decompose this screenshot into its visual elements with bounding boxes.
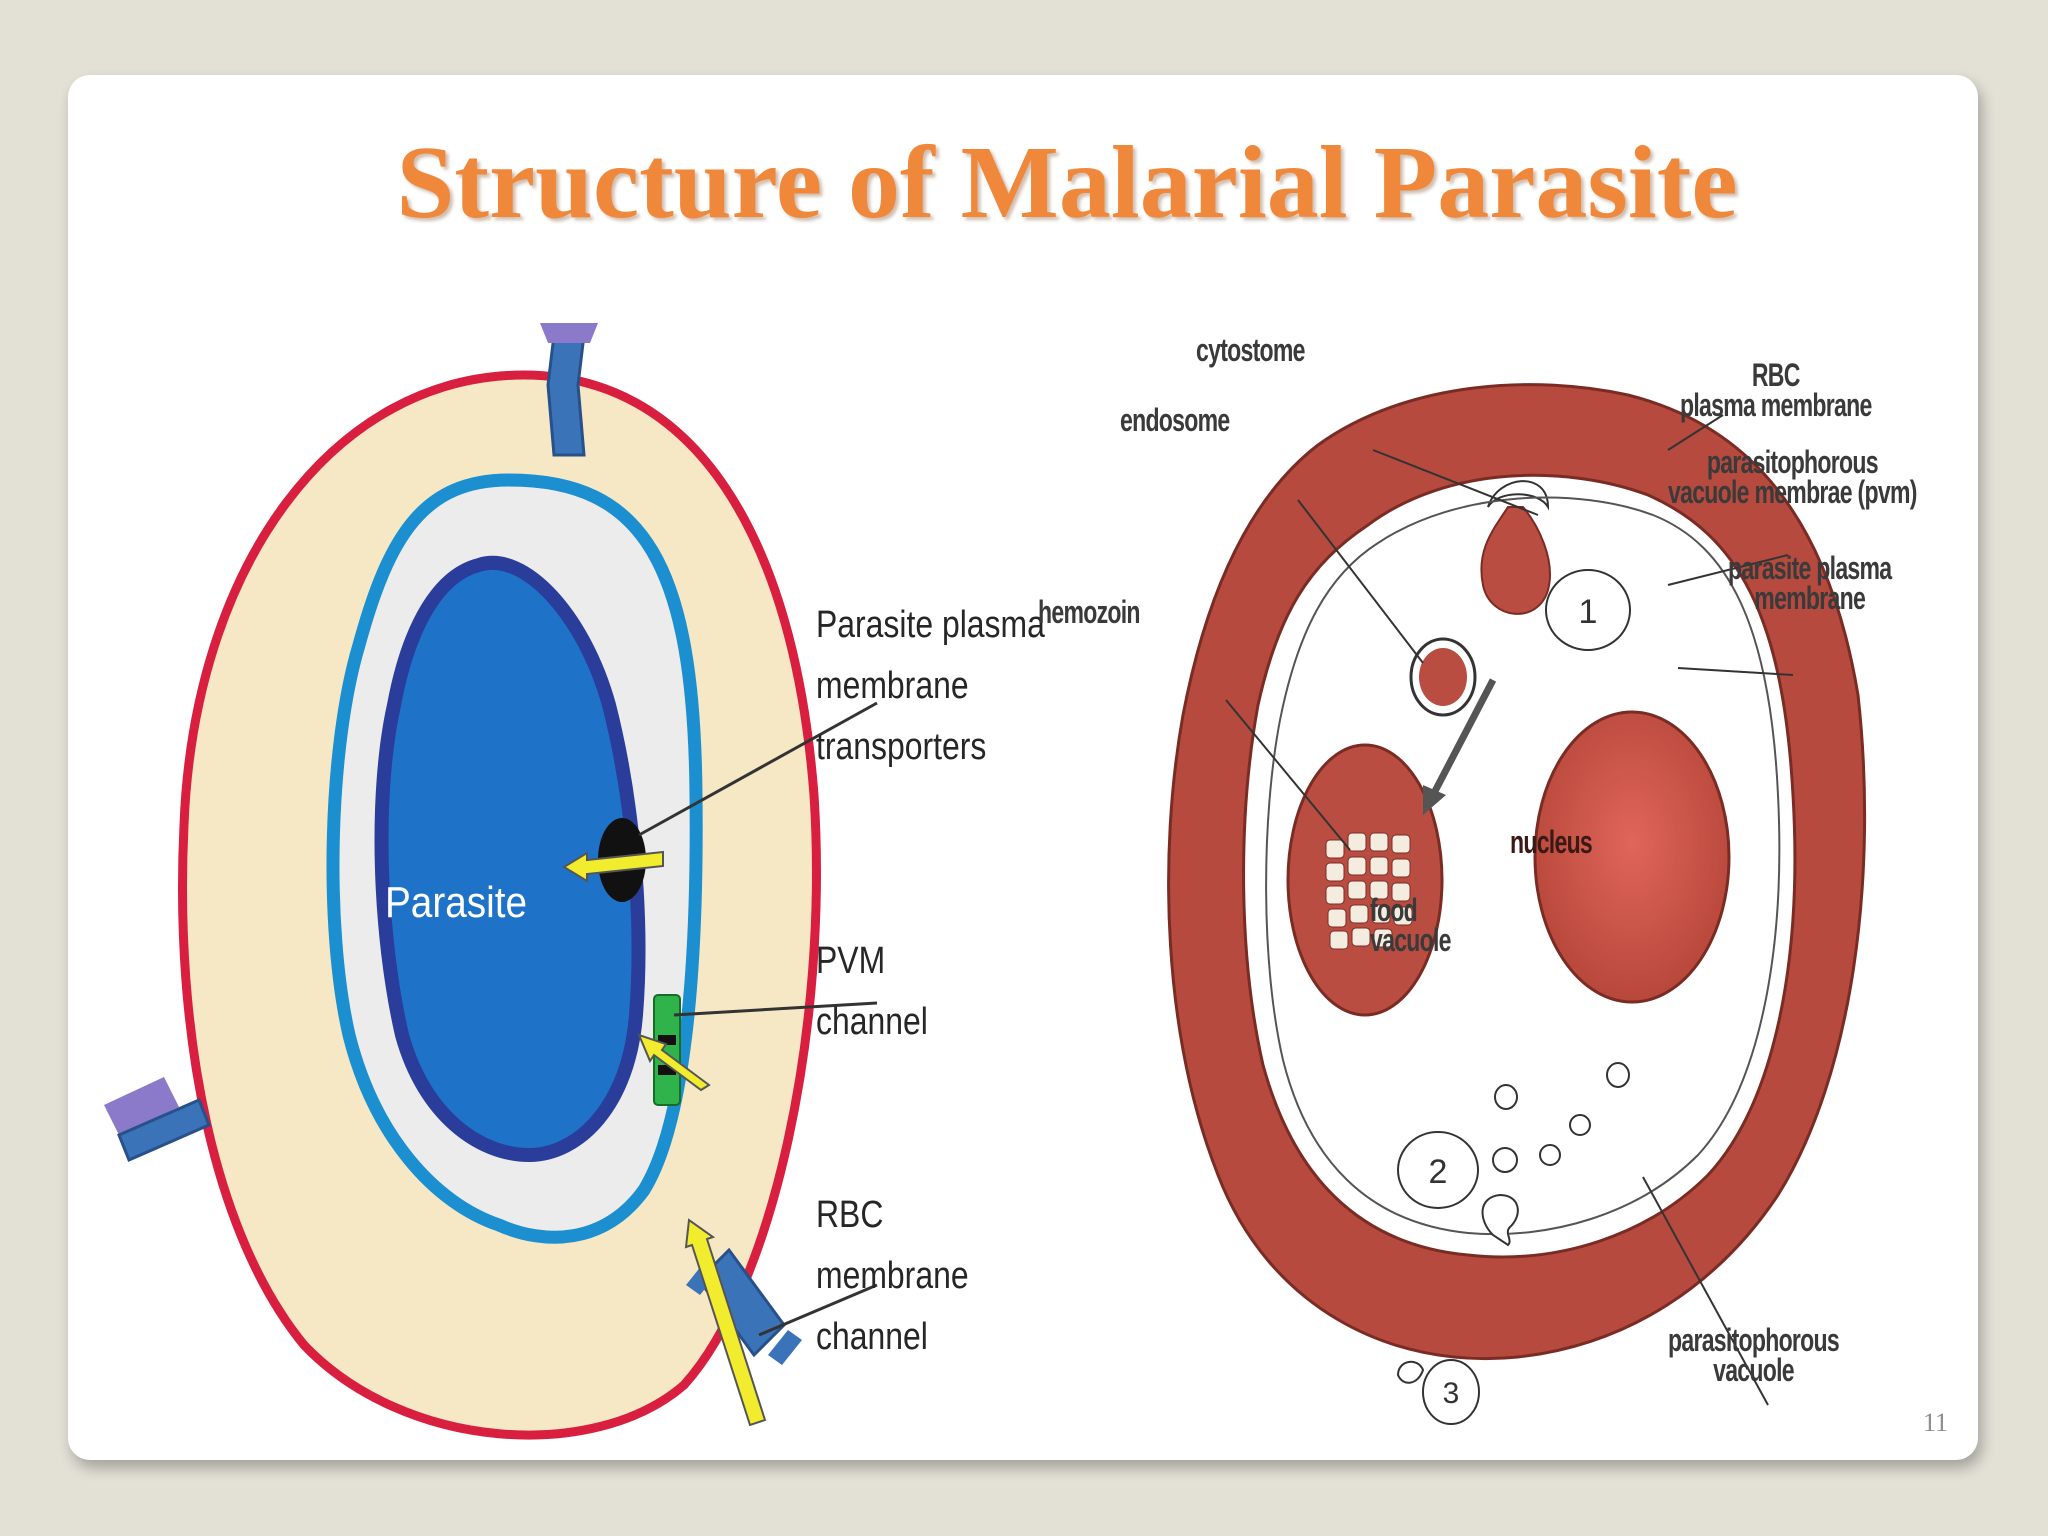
vesicle-1: 1 bbox=[1545, 569, 1631, 651]
slide-title: Structure of Malarial Parasite bbox=[396, 125, 1738, 240]
callout-lines bbox=[1225, 414, 1794, 1406]
parasite-organelle-diagram: 1 2 3 bbox=[1167, 383, 1867, 1425]
label-nucleus: nucleus bbox=[1510, 824, 1593, 860]
cytostome-vesicle bbox=[1480, 506, 1551, 615]
rbc-left-channel-icon bbox=[104, 1077, 211, 1162]
parasite-label: Parasite bbox=[385, 877, 527, 927]
vesicle-2: 2 bbox=[1397, 1131, 1479, 1209]
label-food-vacuole: food vacuole bbox=[1370, 892, 1451, 958]
vesicle-3: 3 bbox=[1422, 1359, 1480, 1425]
label-rbc-plasma-membrane: RBC plasma membrane bbox=[1680, 357, 1872, 423]
step-3-label: 3 bbox=[1443, 1377, 1460, 1410]
invaginating-vesicle bbox=[1481, 1193, 1519, 1247]
label-pvm-channel: PVM channel bbox=[816, 940, 928, 1043]
rbc-top-channel-icon bbox=[540, 323, 598, 457]
budding-vesicle bbox=[1396, 1360, 1425, 1384]
parasite-plasma-membrane bbox=[1265, 496, 1781, 1236]
food-vacuole bbox=[1286, 743, 1444, 1017]
parasite-transport-diagram: Parasite bbox=[104, 323, 878, 1440]
step-1-label: 1 bbox=[1579, 593, 1598, 631]
label-membrane-transporters: Parasite plasma membrane transporters bbox=[816, 604, 1045, 768]
hemozoin-crystals bbox=[1325, 832, 1413, 950]
endocytosis-arrow-icon bbox=[1423, 678, 1497, 815]
parasite-body bbox=[374, 556, 646, 1163]
membrane-transporter-icon bbox=[562, 818, 664, 902]
nucleus bbox=[1533, 710, 1731, 1004]
page-number: 11 bbox=[1922, 1408, 1948, 1437]
cytostome bbox=[1487, 480, 1550, 511]
label-pvm: parasitophorous vacuole membrae (pvm) bbox=[1668, 444, 1917, 510]
label-hemozoin: hemozoin bbox=[1038, 594, 1140, 630]
label-rbc-membrane-channel: RBC membrane channel bbox=[816, 1194, 969, 1358]
label-cytostome: cytostome bbox=[1196, 332, 1305, 368]
pvm-channel-icon bbox=[637, 994, 711, 1106]
label-parasite-plasma-membrane: parasite plasma membrane bbox=[1728, 550, 1892, 616]
step-2-label: 2 bbox=[1429, 1153, 1448, 1191]
slide: Structure of Malarial Parasite Parasite bbox=[68, 75, 1978, 1460]
small-vesicles bbox=[1492, 1062, 1630, 1173]
label-parasitophorous-vacuole: parasitophorous vacuole bbox=[1668, 1322, 1840, 1388]
endosome bbox=[1409, 637, 1477, 717]
rbc-ring bbox=[1167, 383, 1867, 1361]
label-endosome: endosome bbox=[1120, 402, 1230, 438]
